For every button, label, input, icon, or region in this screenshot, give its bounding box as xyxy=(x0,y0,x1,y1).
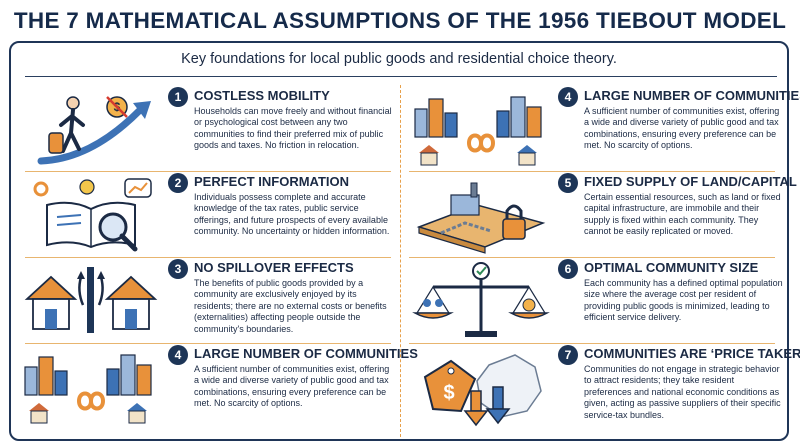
content-frame: Key foundations for local public goods a… xyxy=(9,41,800,441)
assumption-card: $ 1 COSTLESS MOBILITY Households can mov… xyxy=(15,85,395,171)
assumption-heading: NO SPILLOVER EFFECTS xyxy=(194,260,354,275)
assumption-text: Communities do not engage in strategic b… xyxy=(584,364,781,420)
column-divider xyxy=(400,85,401,437)
balance-scale-icon xyxy=(412,262,550,337)
assumption-card: $ 7 COMMUNITIES ARE ‘PRICE TAKERS’ Commu… xyxy=(405,343,800,429)
communities-icon xyxy=(414,96,542,166)
assumption-text: A sufficient number of communities exist… xyxy=(584,106,780,151)
book-magnifier-icon xyxy=(33,178,152,252)
assumption-card: 3 NO SPILLOVER EFFECTS The benefits of p… xyxy=(15,257,395,343)
assumption-number: 4 xyxy=(168,345,188,365)
assumption-number: 6 xyxy=(558,259,578,279)
svg-text:$: $ xyxy=(443,382,454,404)
assumption-number: 3 xyxy=(168,259,188,279)
row-divider xyxy=(409,257,775,258)
assumption-heading: COMMUNITIES ARE ‘PRICE TAKERS’ xyxy=(584,346,800,361)
assumption-number: 7 xyxy=(558,345,578,365)
assumption-text: Each community has a defined optimal pop… xyxy=(584,278,783,323)
assumption-card: 6 OPTIMAL COMMUNITY SIZE Each community … xyxy=(405,257,785,343)
row-divider xyxy=(409,343,775,344)
assumption-number: 2 xyxy=(168,173,188,193)
assumption-text: Individuals possess complete and accurat… xyxy=(194,192,390,237)
assumption-card: 2 PERFECT INFORMATION Individuals posses… xyxy=(15,171,395,257)
separated-houses-icon xyxy=(24,267,158,333)
assumption-card: 4 LARGE NUMBER OF COMMUNITIES A sufficie… xyxy=(405,85,800,171)
assumption-number: 4 xyxy=(558,87,578,107)
page-title: THE 7 MATHEMATICAL ASSUMPTIONS OF THE 19… xyxy=(13,8,787,33)
assumption-number: 1 xyxy=(168,87,188,107)
subtitle-divider xyxy=(25,76,777,77)
row-divider xyxy=(25,257,391,258)
assumption-card: 5 FIXED SUPPLY OF LAND/CAPITAL Certain e… xyxy=(405,171,797,257)
assumption-heading: LARGE NUMBER OF COMMUNITIES xyxy=(584,88,800,103)
communities-icon xyxy=(24,354,152,424)
land-padlock-icon xyxy=(416,182,546,254)
assumption-heading: FIXED SUPPLY OF LAND/CAPITAL xyxy=(584,174,797,189)
row-divider xyxy=(25,343,391,344)
row-divider xyxy=(409,171,775,172)
row-divider xyxy=(25,171,391,172)
assumption-text: Households can move freely and without f… xyxy=(194,106,392,151)
assumption-heading: COSTLESS MOBILITY xyxy=(194,88,330,103)
assumption-heading: OPTIMAL COMMUNITY SIZE xyxy=(584,260,759,275)
subtitle: Key foundations for local public goods a… xyxy=(181,51,617,67)
assumption-text: Certain essential resources, such as lan… xyxy=(584,192,781,237)
assumption-text: The benefits of public goods provided by… xyxy=(194,278,387,334)
assumption-heading: PERFECT INFORMATION xyxy=(194,174,350,189)
assumption-text: A sufficient number of communities exist… xyxy=(194,364,390,409)
price-tag-icon: $ xyxy=(423,354,542,427)
assumption-number: 5 xyxy=(558,173,578,193)
assumption-heading: LARGE NUMBER OF COMMUNITIES xyxy=(194,346,418,361)
traveler-icon: $ xyxy=(37,96,151,165)
assumption-card: 4 LARGE NUMBER OF COMMUNITIES A sufficie… xyxy=(15,343,418,429)
